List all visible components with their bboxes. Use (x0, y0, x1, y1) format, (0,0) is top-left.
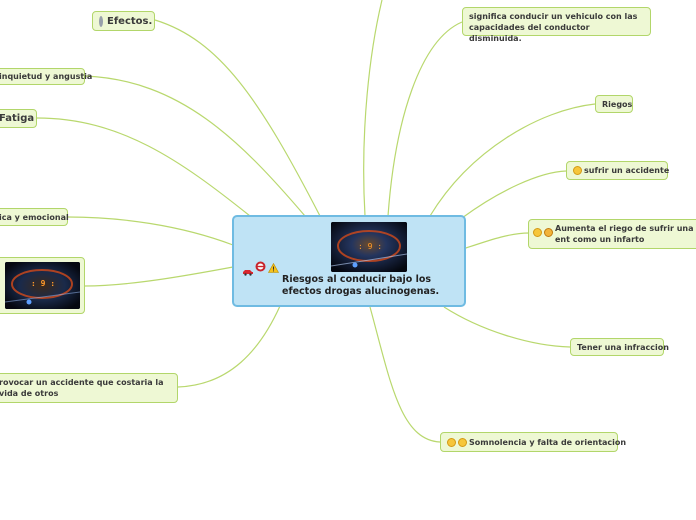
tired-face-icon (447, 437, 456, 447)
svg-text:: 9 :: : 9 : (358, 242, 382, 251)
car-icon (242, 261, 254, 280)
node-somnolencia-label: Somnolencia y falta de orientacion (469, 437, 627, 447)
central-topic[interactable]: : 9 : Riesgos al conducir bajo los efect… (232, 215, 466, 307)
node-provocar-label: rovocar un accidente que costaria la vid… (0, 378, 164, 398)
fearful-face-icon (533, 228, 542, 237)
central-speedometer-image: : 9 : (331, 222, 407, 272)
node-inquietud-label: inquietud y angustia (0, 72, 93, 81)
node-aumenta[interactable]: Aumenta el riego de sufrir una ent como … (528, 219, 696, 249)
screaming-face-icon (458, 437, 467, 447)
node-efectos[interactable]: Efectos. (92, 11, 155, 31)
node-inquietud[interactable]: inquietud y angustia (0, 68, 92, 85)
svg-text:: 9 :: : 9 : (31, 279, 55, 288)
node-accidente[interactable]: sufrir un accidente (566, 161, 670, 180)
node-riegos-label: Riegos (602, 99, 633, 109)
node-image[interactable]: : 9 : (0, 257, 85, 314)
branch-line-provocar (177, 305, 281, 388)
node-fatiga[interactable]: Fatiga (0, 109, 37, 128)
central-title: Riesgos al conducir bajo los efectos dro… (282, 274, 440, 297)
branch-line-riegos (429, 103, 596, 217)
branch-line-somnolencia (369, 306, 441, 443)
branch-line-aumenta (465, 232, 530, 249)
no-entry-icon (255, 257, 266, 276)
branch-line-fatiga (36, 117, 251, 217)
branch-line-efectos (154, 19, 321, 217)
warning-icon (267, 258, 280, 277)
branch-line-top (363, 0, 383, 217)
exploding-head-icon (544, 228, 553, 237)
node-significa[interactable]: significa conducir un vehiculo con las c… (462, 7, 651, 43)
branch-line-image (84, 266, 234, 287)
node-riegos[interactable]: Riegos (595, 95, 633, 113)
node-accidente-label: sufrir un accidente (584, 166, 670, 175)
node-efectos-label: Efectos. (107, 15, 153, 27)
gear-icon (99, 15, 103, 27)
branch-line-significa (387, 21, 463, 217)
branch-line-emocional (67, 216, 234, 246)
node-somnolencia[interactable]: Somnolencia y falta de orientacion (440, 432, 626, 452)
crying-face-icon (573, 166, 582, 175)
node-provocar[interactable]: rovocar un accidente que costaria la vid… (0, 373, 178, 403)
speedometer-thumbnail: : 9 : (5, 262, 80, 309)
node-aumenta-label: Aumenta el riego de sufrir una ent como … (555, 224, 694, 244)
branch-line-infraccion (443, 306, 571, 348)
node-infraccion-label: Tener una infraccion (577, 342, 669, 352)
node-significa-label: significa conducir un vehiculo con las c… (469, 12, 638, 43)
node-infraccion[interactable]: Tener una infraccion (570, 338, 669, 356)
node-emocional-label: ica y emocional (0, 212, 69, 222)
branch-line-inquietud (84, 75, 306, 217)
branch-line-accidente (461, 170, 567, 219)
node-emocional[interactable]: ica y emocional (0, 208, 69, 226)
node-fatiga-label: Fatiga (0, 113, 35, 124)
